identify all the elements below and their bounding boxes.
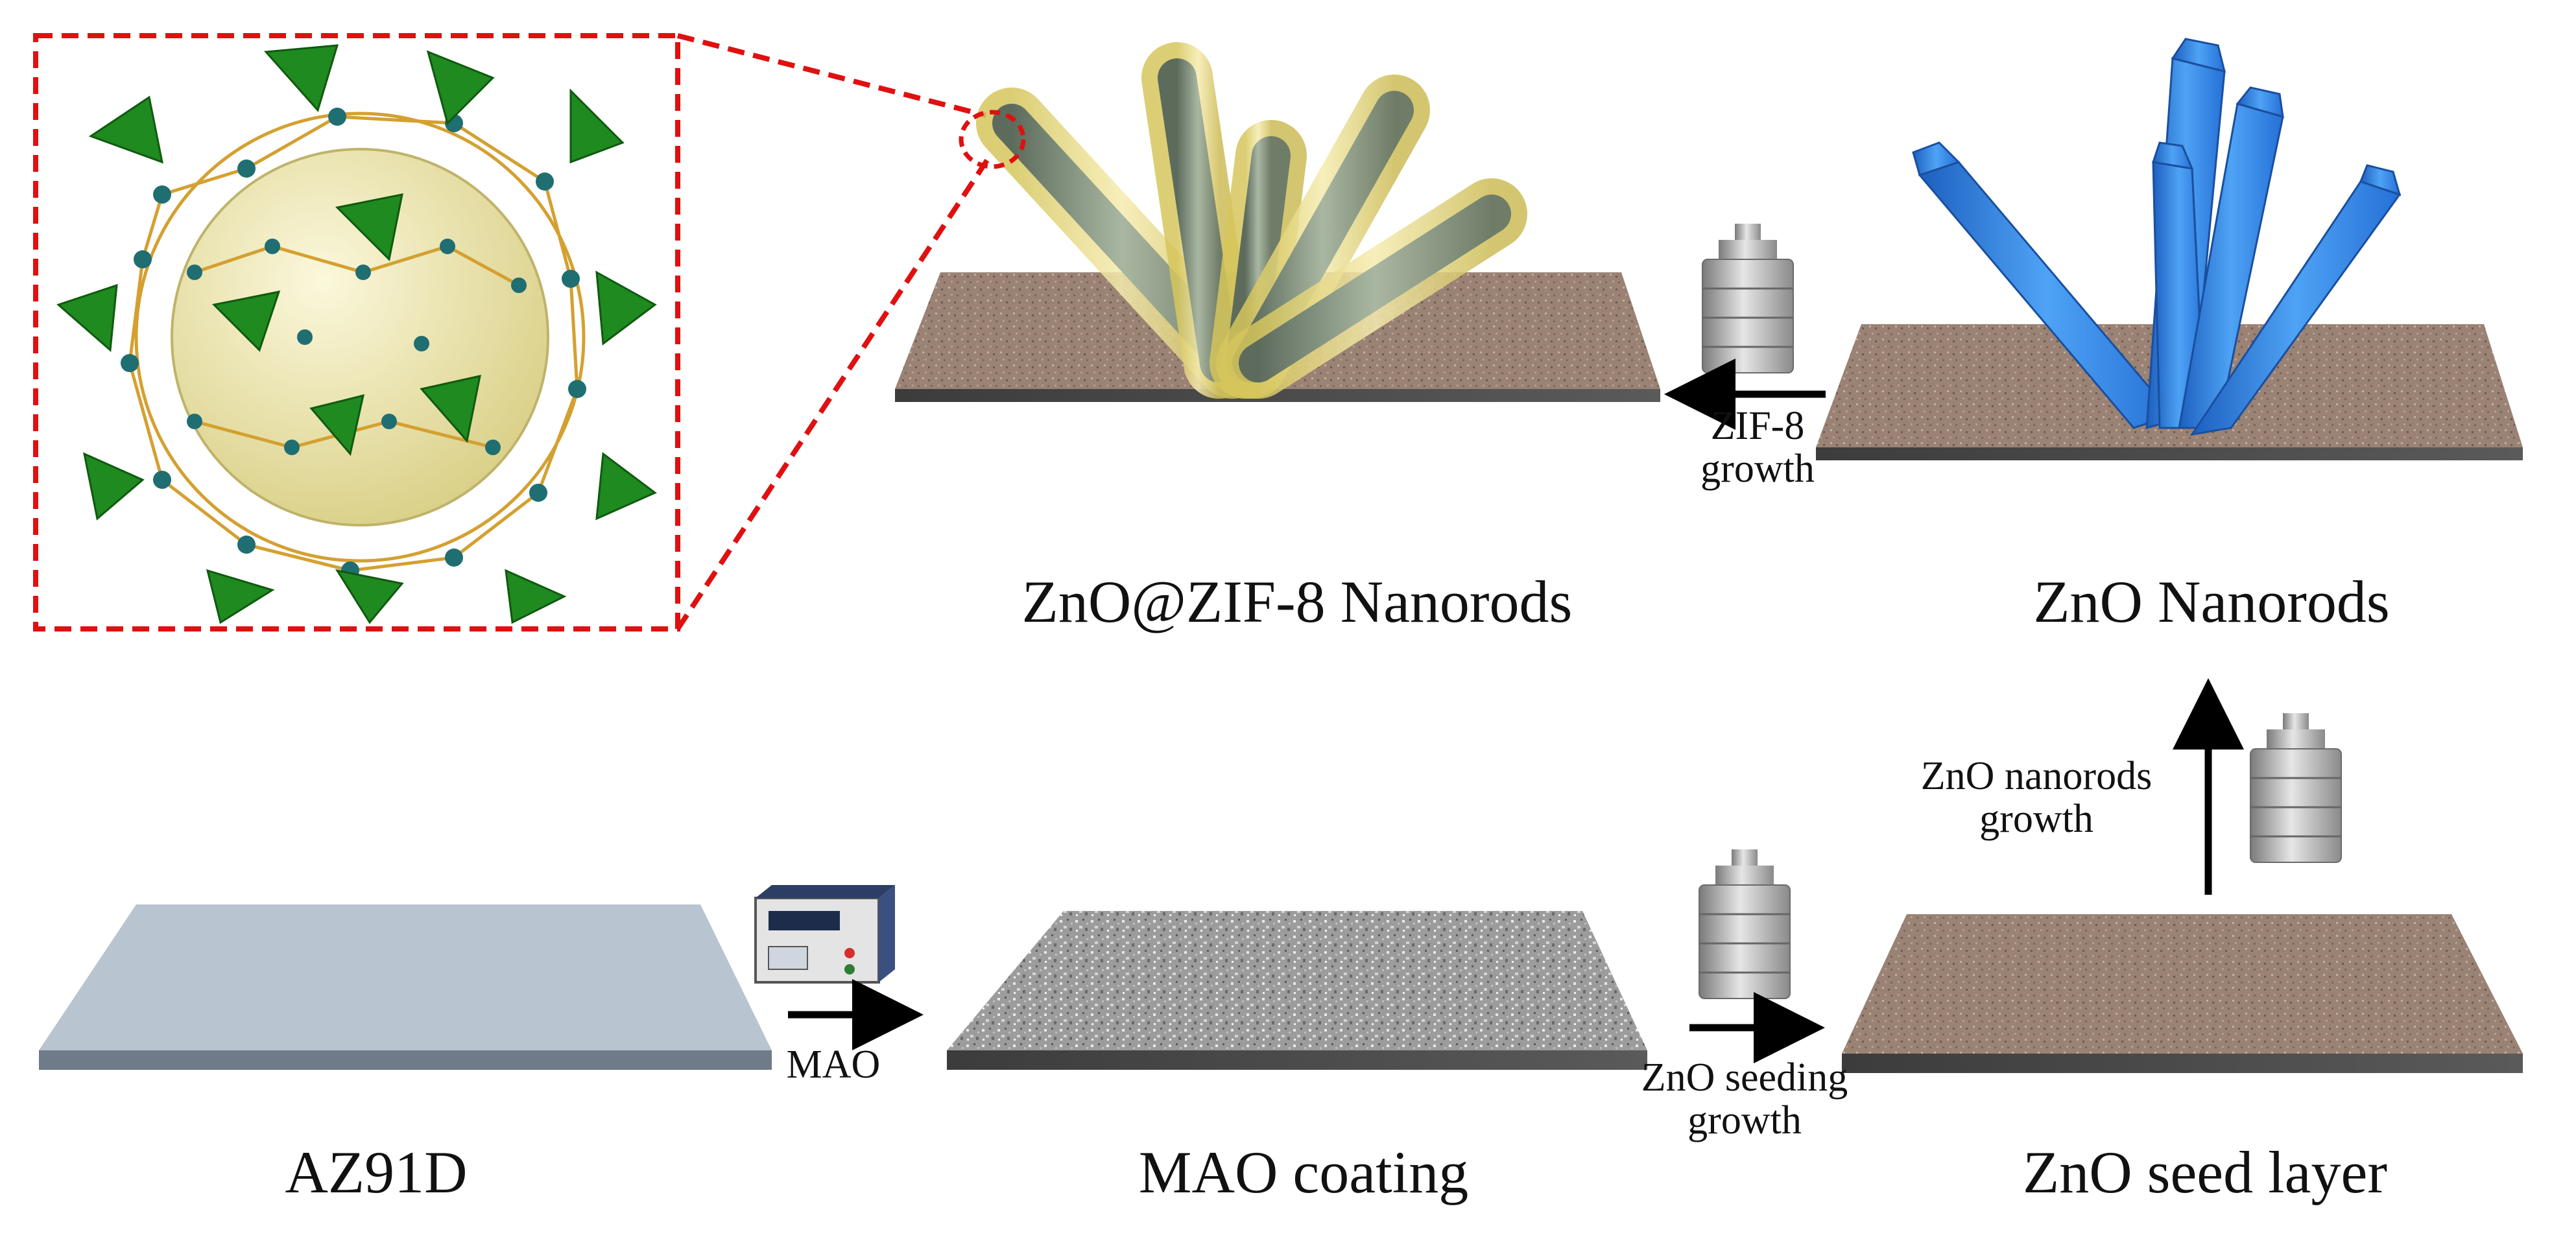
step-label-zif8-growth-1: ZIF-8 [1710,404,1805,448]
zno-nanorods-illustration [1816,38,2523,460]
autoclave-icon [1699,849,1791,999]
rod-tip-highlight [959,110,1026,169]
step-label-seeding-2: growth [1688,1098,1802,1142]
stage-label-zno-nanorods: ZnO Nanorods [2033,569,2390,635]
zn-tetrahedra [56,44,657,624]
step-label-seeding-1: ZnO seeding [1641,1056,1848,1100]
autoclave-icon [1702,224,1794,373]
az91d-plate [39,904,772,1070]
autoclave-icon [2250,713,2342,863]
mao-coating-plate [947,911,1647,1070]
stage-label-zno-zif8: ZnO@ZIF-8 Nanorods [1021,569,1573,635]
step-label-nanorods-growth-2: growth [1979,797,2093,841]
power-supply-icon [754,885,895,984]
step-label-zif8-growth-2: growth [1700,447,1815,491]
zno-zif8-nanorods-illustration [895,42,1660,402]
zno-seed-layer-plate [1842,914,2523,1073]
stage-label-mao-coating: MAO coating [1138,1139,1469,1205]
zif8-structure-callout [33,33,994,632]
step-label-nanorods-growth-1: ZnO nanorods [1920,754,2153,798]
stage-label-zno-seed-layer: ZnO seed layer [2023,1139,2387,1205]
stage-label-az91d: AZ91D [285,1139,468,1205]
step-label-mao: MAO [786,1043,881,1087]
